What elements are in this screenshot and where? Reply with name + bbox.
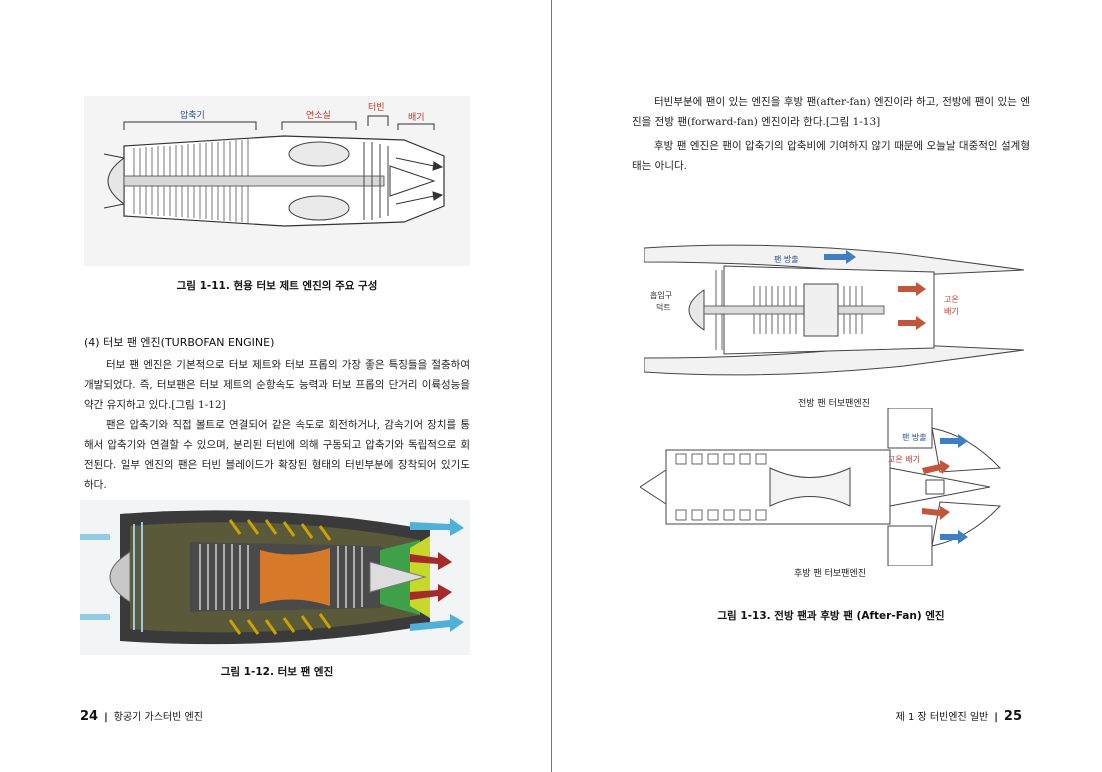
left-paragraph-2: 팬은 압축기와 직접 볼트로 연결되어 같은 속도로 회전하거나, 감속기어 장… (84, 419, 470, 491)
right-page: 터빈부분에 팬이 있는 엔진을 후방 팬(after-fan) 엔진이라 하고,… (552, 0, 1102, 772)
figure-1-13-aft-fan-diagram: 팬 방출 고온 배기 (640, 408, 1020, 566)
label-turbine: 터빈 (368, 102, 385, 113)
forward-fan-title: 전방 팬 터보팬엔진 (798, 399, 870, 409)
left-footer: 24 | 항공기 가스터빈 엔진 (80, 708, 203, 724)
left-paragraph-1: 터보 팬 엔진은 기본적으로 터보 제트와 터보 프롭의 가장 좋은 특징들을 … (84, 359, 470, 411)
aft-fan-exhaust-label: 팬 방출 (902, 432, 927, 442)
right-footer: 제 1 장 터빈엔진 일반 | 25 (632, 708, 1022, 724)
label-compressor: 압축기 (180, 109, 205, 121)
figure-1-13-forward-fan-diagram: 팬 방출 흡입구 덕트 고온 배기 (644, 240, 1024, 380)
aft-hot-exhaust-label: 고온 배기 (888, 455, 920, 464)
right-page-number: 25 (1003, 709, 1022, 724)
right-paragraph-1: 터빈부분에 팬이 있는 엔진을 후방 팬(after-fan) 엔진이라 하고,… (632, 96, 1030, 128)
right-paragraph-2: 후방 팬 엔진은 팬이 압축기의 압축비에 기여하지 않기 때문에 오늘날 대중… (632, 140, 1030, 172)
section-heading-turbofan: (4) 터보 팬 엔진(TURBOFAN ENGINE) (84, 336, 275, 349)
label-exhaust: 배기 (408, 112, 425, 123)
forward-intake-duct-label-line2: 덕트 (656, 302, 671, 312)
label-combustor: 연소실 (306, 110, 331, 121)
forward-hot-exhaust-label-line2: 배기 (944, 307, 959, 316)
figure-1-13-caption: 그림 1-13. 전방 팬과 후방 팬 (After-Fan) 엔진 (717, 610, 945, 622)
left-book-title: 항공기 가스터빈 엔진 (113, 712, 203, 723)
forward-intake-duct-label-line1: 흡입구 (650, 290, 672, 300)
left-page-number: 24 (80, 709, 99, 724)
figure-1-12-caption: 그림 1-12. 터보 팬 엔진 (220, 666, 334, 678)
figure-1-11-turbojet-diagram: 압축기 연소실 터빈 배기 (84, 96, 470, 266)
forward-hot-exhaust-label-line1: 고온 (944, 295, 959, 304)
figure-1-11-caption: 그림 1-11. 현용 터보 제트 엔진의 주요 구성 (176, 280, 378, 292)
page-gutter (551, 0, 552, 772)
figure-1-12-turbofan-illustration (80, 500, 470, 655)
forward-fan-exhaust-label: 팬 방출 (774, 254, 799, 264)
footer-separator: | (994, 712, 998, 723)
footer-separator: | (104, 712, 108, 723)
right-chapter-title: 제 1 장 터빈엔진 일반 (895, 712, 989, 723)
aft-fan-title: 후방 팬 터보팬엔진 (794, 569, 866, 579)
left-page: 압축기 연소실 터빈 배기 그림 1-11. 현용 터보 제트 엔진의 주요 구… (80, 96, 470, 724)
